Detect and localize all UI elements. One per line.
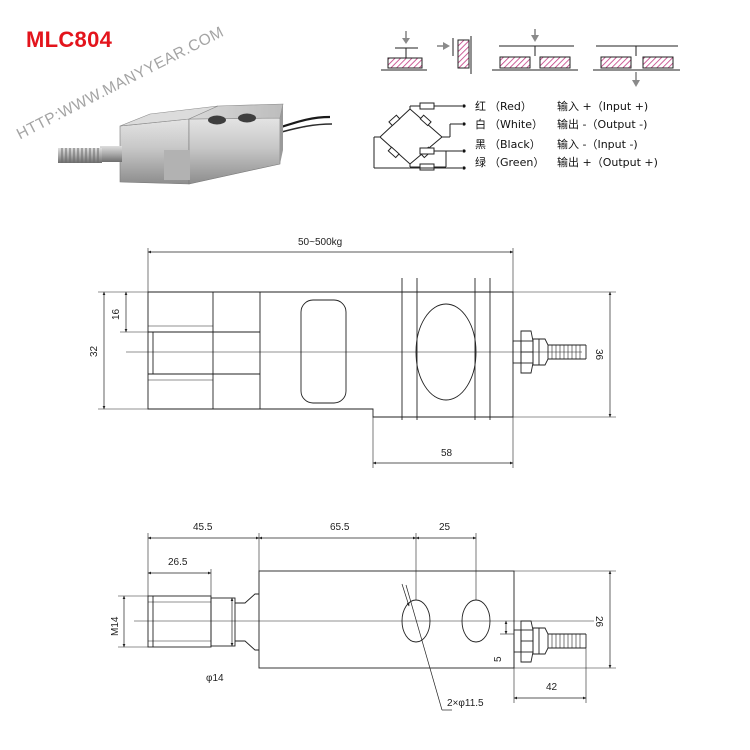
wiring-legend: 红 （Red） 输入 +（Input +) 白 （White） 输出 -（Out… <box>475 99 658 169</box>
dim-26: 26 <box>593 616 604 628</box>
wire-green-cn: 绿 <box>475 155 486 169</box>
top-view-drawing <box>118 533 616 711</box>
wire-green-en: （Green） <box>489 156 544 169</box>
loading-mode-icons <box>381 29 680 87</box>
wire-red-cn: 红 <box>475 100 486 113</box>
wheatstone-bridge-icon <box>373 102 462 171</box>
wire-red-en: （Red） <box>489 100 532 113</box>
dim-32: 32 <box>89 345 100 357</box>
front-view-dimensions: 50~500kg 32 16 36 58 <box>89 237 604 459</box>
wire-white-cn: 白 <box>475 117 486 131</box>
dim-42: 42 <box>546 682 558 693</box>
top-view-dimensions: 45.5 26.5 65.5 25 M14 26 5 42 φ14 2×φ11.… <box>110 522 604 709</box>
dim-holes: 2×φ11.5 <box>447 698 484 709</box>
dim-65-5: 65.5 <box>330 522 350 533</box>
wire-red-spec: 输入 +（Input +) <box>557 99 648 113</box>
dim-capacity: 50~500kg <box>298 237 342 248</box>
dim-45-5: 45.5 <box>193 522 213 533</box>
load-mode-single-icon <box>381 31 427 71</box>
wire-green-spec: 输出 +（Output +) <box>557 155 658 169</box>
wire-black-spec: 输入 -（Input -) <box>557 137 638 151</box>
load-mode-side-icon <box>437 36 472 74</box>
wire-black-en: （Black） <box>489 138 541 151</box>
dim-phi14: φ14 <box>206 673 224 684</box>
dim-5: 5 <box>493 656 504 662</box>
model-title: MLC804 <box>26 27 113 52</box>
dim-26-5: 26.5 <box>168 557 188 568</box>
wire-terminals <box>462 104 466 170</box>
load-cell-photo <box>58 103 333 185</box>
front-view-drawing <box>98 248 616 468</box>
wire-white-en: （White） <box>489 118 543 131</box>
load-mode-double-icon <box>492 29 578 71</box>
dim-58: 58 <box>441 448 453 459</box>
dim-36: 36 <box>593 349 604 361</box>
dim-16: 16 <box>111 308 122 320</box>
wire-black-cn: 黑 <box>475 138 486 151</box>
dim-25: 25 <box>439 522 451 533</box>
load-mode-reverse-icon <box>593 45 680 87</box>
dim-m14: M14 <box>110 616 121 636</box>
wire-white-spec: 输出 -（Output -) <box>557 117 647 131</box>
